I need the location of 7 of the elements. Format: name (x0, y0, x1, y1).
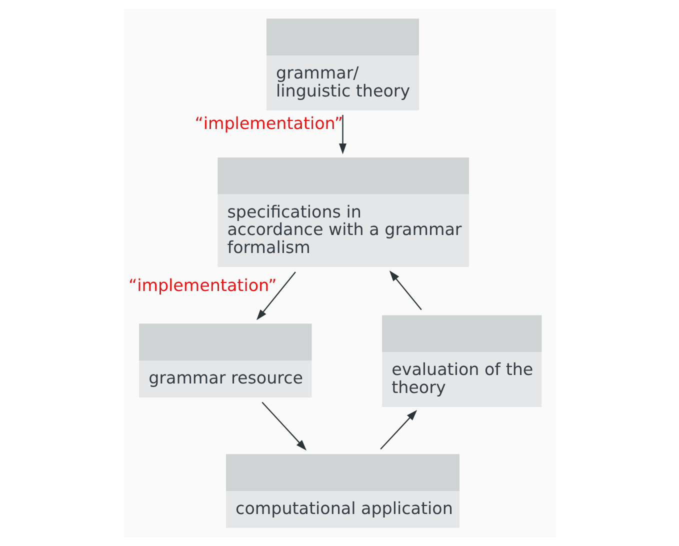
arrow (380, 410, 417, 450)
arrow (338, 114, 346, 154)
arrow (388, 270, 422, 310)
arrow (261, 402, 306, 450)
edge-label: “implementation” (194, 114, 343, 134)
arrow (256, 272, 296, 320)
edge-label: “implementation” (128, 276, 276, 295)
